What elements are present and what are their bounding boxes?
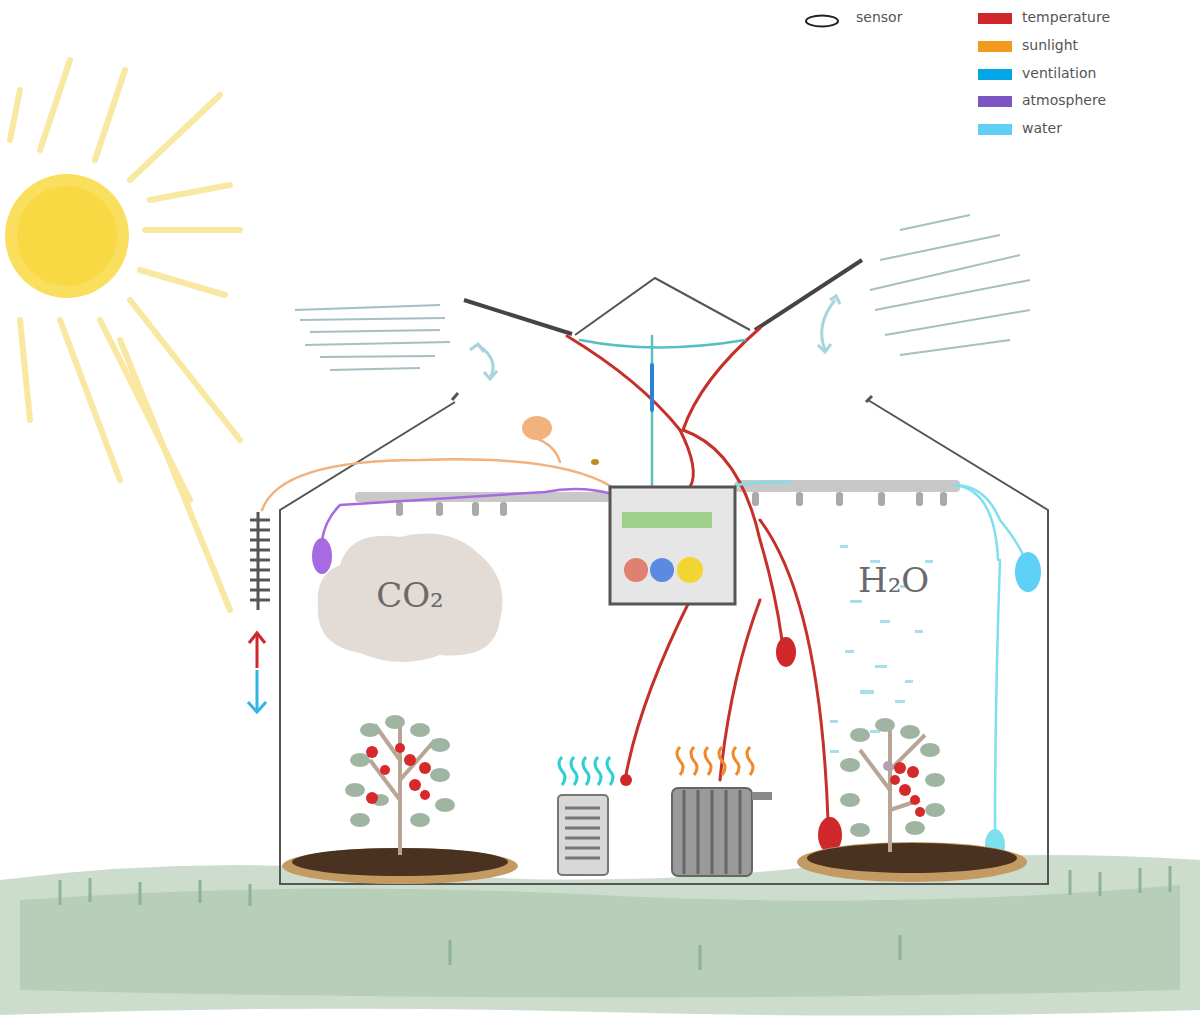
legend-text: ventilation [1022,65,1096,81]
wind [295,215,1030,370]
control-box [610,487,735,604]
soil [282,842,1027,884]
gas-label: H₂O [858,560,929,600]
legend-text: sunlight [1022,37,1078,53]
legend-swatch [978,96,1012,107]
blinds [250,512,270,610]
legend-swatch [978,41,1012,52]
legend-text: atmosphere [1022,92,1106,108]
legend-sensor-symbol [804,14,840,28]
plant-left [345,715,455,855]
legend-text: sensor [856,9,902,25]
legend-swatch [978,13,1012,24]
humidifier [558,757,613,875]
legend-swatch [978,124,1012,135]
sun [5,60,240,610]
gas-label: CO₂ [310,575,510,615]
wires [262,328,1025,830]
radiator [672,747,772,876]
sensor-outline [806,16,838,27]
plant-right [840,718,945,852]
up-down-arrows [248,633,266,712]
legend-swatch [978,69,1012,80]
water-mist [830,545,933,753]
greenhouse-frame [280,260,1048,885]
grass [0,855,1200,1016]
legend-text: water [1022,120,1062,136]
gas-cloud: CO₂ [310,525,510,665]
legend-text: temperature [1022,9,1110,25]
